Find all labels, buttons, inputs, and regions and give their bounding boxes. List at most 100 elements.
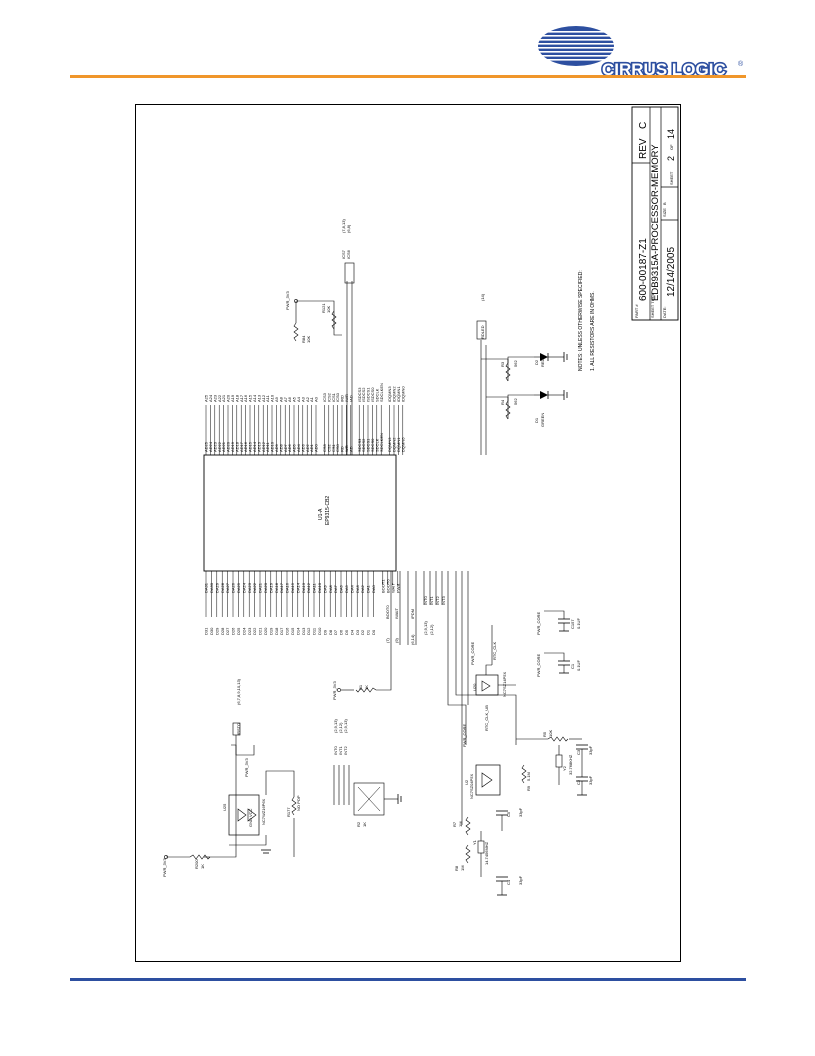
pwr-3v3-cs: PWR_3V3	[285, 291, 290, 310]
addr-7-net-label: A18	[234, 394, 239, 402]
dqm-1-pin-label: DQMN2	[392, 437, 397, 452]
addr-15-pin-label: AD10	[270, 441, 275, 452]
addr-2-net-label: A23	[212, 394, 217, 402]
addr-19-pin-label: AD6	[287, 443, 292, 452]
wait-ref: (9)	[394, 637, 399, 643]
addr-17-net-label: A8	[278, 396, 283, 402]
ic-u14-part: EP9315-CB2	[325, 496, 331, 525]
addr-7-pin-label: AD18	[234, 441, 239, 452]
int1-bus: INT1	[429, 596, 434, 605]
addr-9-pin-label: AD16	[243, 441, 248, 452]
r1-label: R1	[358, 684, 363, 690]
d2-color: RED	[540, 358, 545, 367]
addr-22-net-label: A3	[300, 396, 305, 402]
u25-part: NC7WZ16P6X	[261, 798, 266, 825]
addr-15-net-label: A10	[270, 394, 275, 402]
r3-label: R3	[500, 361, 505, 367]
data-31-pin-label: DA0	[371, 584, 376, 593]
r7-value: 1M	[458, 821, 463, 827]
d1-color: GREEN	[540, 413, 545, 427]
dqm-0-net-label: /DQMN3	[387, 386, 392, 402]
addr-22-pin-label: AD3	[300, 443, 305, 452]
data-4-pin-label: DA27	[225, 582, 230, 593]
data-5-net-label: D26	[231, 627, 236, 635]
r4-label: R4	[500, 399, 505, 405]
addr-5-pin-label: AD20	[226, 441, 231, 452]
pwr-core-u2: PWR_CORE	[462, 724, 467, 747]
schematic-drawing: PART # 600-00187-Z1 REV C SHEET TITLE ED…	[162, 106, 679, 896]
c1-value: 0.1UF	[576, 660, 581, 671]
u25-gndvcc: GND VCC	[248, 808, 253, 827]
sdram-1-net-label: /SDCS2	[361, 387, 366, 402]
r9-value: 5.1M	[526, 772, 531, 781]
boot-0-pin-label: BOOT1	[380, 579, 385, 593]
data-29-pin-label: DA2	[360, 584, 365, 593]
ctrl-1-net-label: /CS2	[326, 392, 331, 402]
r84-value: 10K	[306, 336, 311, 343]
addr-11-pin-label: AD14	[252, 441, 257, 452]
led-red-icon	[540, 353, 548, 361]
dqm-3-pin-label: DQMN0	[400, 437, 405, 452]
data-15-pin-label: DA16	[285, 582, 290, 593]
data-25-net-label: D6	[339, 629, 344, 635]
registered-mark: ®	[738, 60, 744, 68]
r121-label: R121	[321, 303, 326, 313]
ctrl-6-net-label: /AD	[348, 395, 353, 402]
rsto-net: /RSTO	[236, 723, 241, 735]
data-19-pin-label: DA12	[306, 582, 311, 593]
sdram-2-pin-label: SDCS1	[366, 438, 371, 452]
c2-value: 33pF	[588, 775, 593, 785]
data-24-net-label: D7	[333, 629, 338, 635]
boot-1-pin-label: BOOT0	[385, 579, 390, 593]
sheet-total: 14	[666, 129, 676, 139]
r5-label: R5	[542, 731, 547, 737]
led-circuit: RDLED (14) R3 562 R4 562 D2 RED D1 GREEN	[476, 293, 568, 455]
data-6-net-label: D25	[236, 627, 241, 635]
addr-14-net-label: A11	[265, 394, 270, 402]
int-ref2: (2,12)	[338, 722, 343, 733]
int-bus-ref1: (2,9,13)	[423, 621, 428, 635]
title-block: PART # 600-00187-Z1 REV C SHEET TITLE ED…	[631, 106, 679, 321]
sheet-number: 2	[666, 156, 676, 161]
addr-0-pin-label: AD25	[204, 441, 209, 452]
part-number: 600-00187-Z1	[638, 238, 649, 301]
data-27-net-label: D4	[349, 629, 354, 635]
data-11-net-label: D20	[263, 627, 268, 635]
addr-17-pin-label: AD8	[278, 443, 283, 452]
addr-20-pin-label: AD5	[292, 443, 297, 452]
data-12-pin-label: DA19	[268, 582, 273, 593]
data-13-net-label: D18	[274, 627, 279, 635]
r200-label: R200	[194, 859, 199, 869]
cs7-net: /CS7	[341, 249, 346, 259]
data-0-net-label: D31	[204, 627, 209, 635]
ic-u14: U1-A EP9315-CB2	[203, 454, 397, 572]
sheet-title: EDB9315A-PROCESSOR-MEMORY	[650, 144, 661, 301]
int1-net: INT1	[338, 746, 343, 755]
boot-wait-lines: PWR_3V3 R1 1K BOOT0 (7) /WAIT (9) /PDM (…	[332, 571, 417, 700]
addr-21-net-label: A4	[296, 396, 301, 402]
addr-10-net-label: A15	[248, 394, 253, 402]
int-ref1: (2,9,13)	[333, 719, 338, 733]
data-7-net-label: D24	[241, 627, 246, 635]
data-3-net-label: D28	[220, 627, 225, 635]
d2-label: D2	[534, 359, 539, 365]
sdram-5-pin-label: SDCLKEN	[379, 433, 384, 452]
c1-label: C1	[570, 663, 575, 669]
cs6-ref: (6,8)	[346, 224, 351, 233]
addr-20-net-label: A5	[292, 396, 297, 402]
int-ref3: (2,9,13)	[343, 719, 348, 733]
data-3-pin-label: DA28	[220, 582, 225, 593]
notes-line1: NOTES: UNLESS OTHERWISE SPECIFIED:	[578, 270, 584, 371]
pwr-3v3-r1: PWR_3V3	[332, 681, 337, 700]
addr-11-net-label: A14	[252, 394, 257, 402]
addr-6-pin-label: AD19	[230, 441, 235, 452]
data-23-net-label: D8	[328, 629, 333, 635]
data-27-pin-label: DA4	[349, 584, 354, 593]
addr-1-pin-label: AD24	[208, 441, 213, 452]
data-21-pin-label: DA10	[317, 582, 322, 593]
addr-13-pin-label: AD12	[261, 441, 266, 452]
data-28-pin-label: DA3	[355, 584, 360, 593]
addr-23-pin-label: AD2	[305, 443, 310, 452]
data-6-pin-label: DA25	[236, 582, 241, 593]
addr-0-net-label: A25	[204, 394, 209, 402]
